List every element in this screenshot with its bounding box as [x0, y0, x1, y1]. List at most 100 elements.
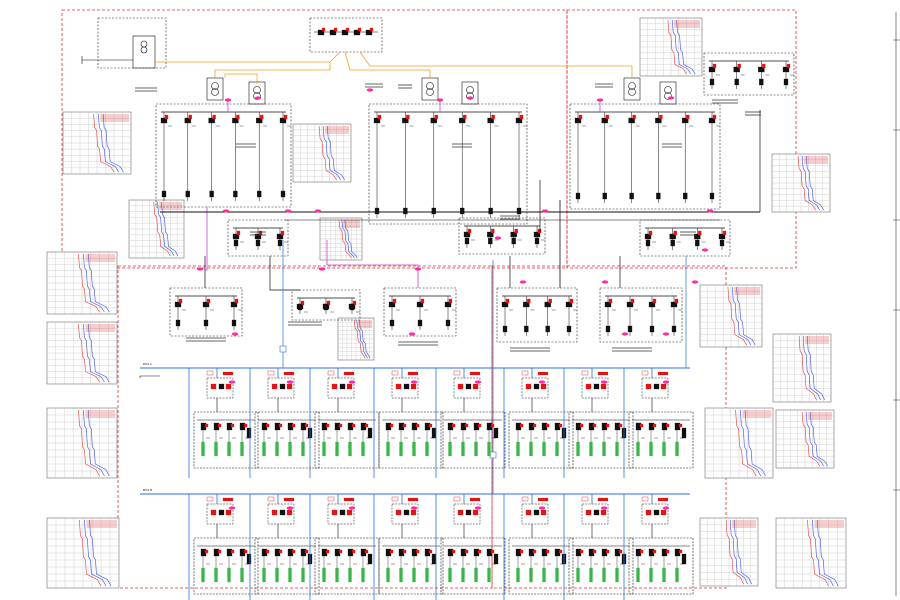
relay-block [445, 319, 451, 327]
incoming-breaker-section [453, 377, 481, 399]
motor-load [412, 567, 416, 583]
cable-tag [318, 267, 326, 271]
trip-curve [809, 411, 828, 467]
rmu-indicator [345, 27, 350, 32]
starter-indicator [579, 549, 584, 554]
cable-tag [691, 280, 699, 284]
relay-block [671, 325, 677, 333]
transformer-winding-icon [664, 92, 672, 100]
switchgear-enclosure [496, 287, 578, 343]
bus-coupler-icon [279, 345, 287, 353]
cable-tag [600, 506, 608, 510]
hv-feeder [155, 51, 341, 63]
trip-curve-chart-13 [772, 333, 832, 403]
starter-indicator [402, 549, 407, 554]
relay-block [297, 303, 303, 311]
breaker-block [388, 301, 396, 308]
feeder-panel-r1-c7 [563, 368, 634, 478]
starter-indicator [639, 423, 644, 428]
breaker-block [628, 117, 635, 124]
motor-load [636, 441, 640, 457]
breaker-indicator [260, 114, 264, 120]
incoming-breaker-section [521, 503, 549, 525]
breaker-indicator [514, 228, 518, 234]
section-label-bar [283, 497, 295, 502]
tie-section-right [639, 219, 731, 257]
trip-curve-chart-4 [128, 199, 185, 259]
motor-load [448, 441, 452, 457]
cable-tag [366, 88, 374, 92]
relay-block [545, 325, 550, 333]
cable-tag [286, 506, 294, 510]
warning-tag [327, 370, 335, 376]
breaker-block [782, 66, 790, 73]
bus-label: BUS B [143, 488, 152, 492]
trip-curve [671, 19, 692, 75]
control-relay [493, 553, 499, 565]
cable-tag [621, 332, 629, 336]
motor-load [412, 441, 416, 457]
starter-indicator [639, 549, 644, 554]
breaker-block [202, 301, 210, 308]
breaker-indicator [608, 298, 613, 304]
starter-indicator [217, 549, 222, 554]
section-label-bar [407, 371, 419, 376]
trip-curve [676, 19, 696, 75]
breaker-block [465, 509, 472, 516]
feeder-panel-r1-c2 [249, 368, 320, 478]
motor-control-panel [568, 411, 634, 469]
trip-curve [88, 409, 110, 477]
breaker-block [403, 383, 410, 390]
starter-indicator [558, 549, 563, 554]
section-label-bar [469, 497, 481, 502]
relay-block [389, 319, 395, 327]
warning-tag [327, 496, 335, 502]
starter-indicator [351, 549, 356, 554]
relay-block [649, 325, 655, 333]
switchgear-enclosure [639, 219, 731, 257]
rmu-switch [353, 29, 361, 36]
breaker-indicator [280, 230, 285, 236]
starter-indicator [338, 549, 343, 554]
starter-indicator [532, 549, 537, 554]
motor-load [576, 441, 580, 457]
breaker-indicator [786, 63, 791, 69]
cable-tag [286, 380, 294, 384]
relay-block [233, 190, 238, 198]
starter-indicator [490, 423, 495, 428]
relay-block [734, 78, 739, 86]
relay-block [255, 239, 261, 247]
breaker-indicator [600, 383, 607, 390]
trip-curve-chart-15 [775, 409, 835, 469]
breaker-indicator [271, 509, 278, 516]
trip-curve [338, 219, 352, 259]
section-label-bar [222, 497, 234, 502]
breaker-block [339, 383, 346, 390]
trip-curve-chart-8 [46, 251, 118, 315]
relay-block [257, 190, 262, 198]
motor-load [288, 567, 292, 583]
starter-indicator [428, 549, 433, 554]
starter-indicator [325, 423, 330, 428]
breaker-block [254, 233, 262, 240]
section-label-bar [537, 371, 549, 376]
breaker-indicator [491, 114, 495, 120]
warning-tag [581, 370, 589, 376]
trip-curve [93, 113, 115, 173]
breaker-indicator [540, 383, 547, 390]
trip-curve [805, 411, 824, 467]
utility-incomer-left [81, 17, 167, 69]
breaker-block [574, 117, 582, 124]
rmu-indicator [333, 27, 338, 32]
feeder-panel-r2-c3 [309, 494, 380, 600]
breaker-block [708, 66, 716, 73]
motor-load [649, 567, 653, 583]
breaker-indicator [648, 230, 653, 236]
feeder-panel-r2-c8 [623, 494, 694, 600]
breaker-indicator [659, 114, 663, 120]
motor-load [487, 441, 491, 457]
breaker-block [533, 383, 540, 390]
breaker-indicator [225, 383, 232, 390]
starter-indicator [217, 423, 222, 428]
incoming-breaker-section [641, 377, 669, 399]
